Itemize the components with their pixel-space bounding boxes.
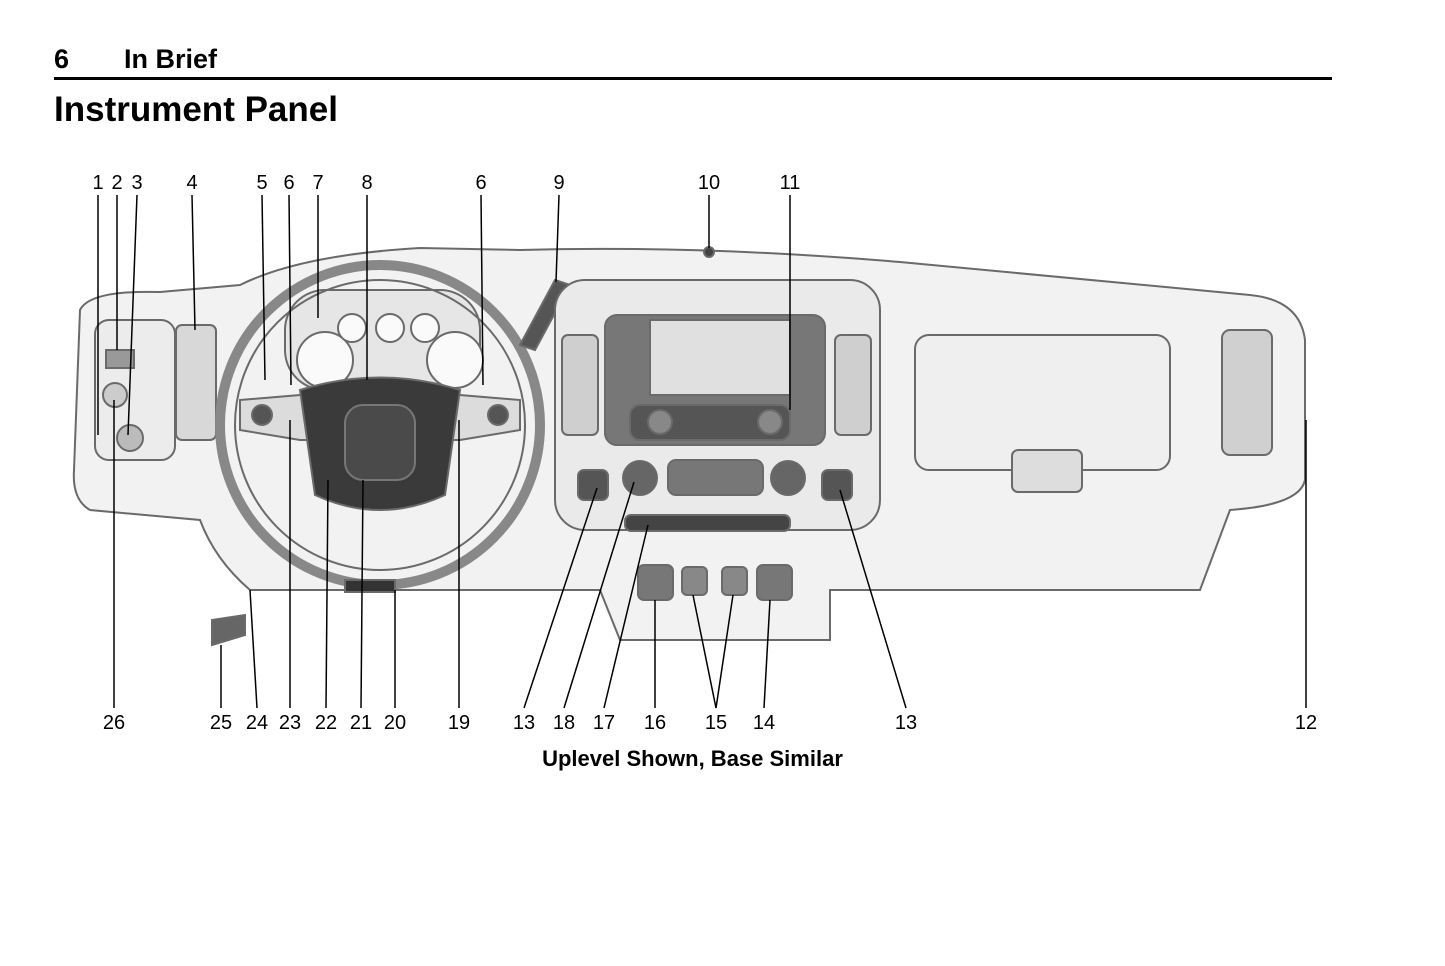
leader-line — [480, 194, 484, 386]
callout-number: 14 — [753, 712, 775, 734]
dimmer-dial — [102, 382, 128, 408]
callout-number: 17 — [593, 712, 615, 734]
leader-line — [839, 489, 907, 709]
sensor — [703, 246, 715, 258]
callout-number: 25 — [210, 712, 232, 734]
leader-line — [692, 594, 717, 709]
dashboard-drawing — [72, 246, 1306, 647]
figure-caption: Uplevel Shown, Base Similar — [542, 746, 843, 771]
touch-screen — [649, 319, 791, 396]
leader-lines — [97, 194, 1307, 709]
gauge — [337, 313, 367, 343]
lower-switch — [681, 566, 708, 596]
radio-knob — [757, 409, 783, 435]
callout-number: 21 — [350, 712, 372, 734]
callout-number: 22 — [315, 712, 337, 734]
callout-number: 23 — [279, 712, 301, 734]
gauge — [410, 313, 440, 343]
radio-knob — [647, 409, 673, 435]
leader-line — [127, 194, 138, 436]
leader-line — [763, 599, 771, 709]
header-rule — [54, 77, 1332, 80]
callout-number: 8 — [361, 172, 372, 194]
lower-switch — [721, 566, 748, 596]
callout-number: 6 — [475, 172, 486, 194]
callout-number: 12 — [1295, 712, 1317, 734]
callout-number: 18 — [553, 712, 575, 734]
wheel-control — [487, 404, 509, 426]
callout-number: 20 — [384, 712, 406, 734]
glove-box-handle — [1011, 449, 1083, 493]
leader-line — [715, 594, 734, 709]
wheel-control — [251, 404, 273, 426]
callout-number: 26 — [103, 712, 125, 734]
page-header: 6 In Brief — [54, 44, 217, 75]
callout-number: 15 — [705, 712, 727, 734]
brake-pedal — [211, 613, 246, 647]
leader-line — [288, 194, 292, 386]
callout-number: 16 — [644, 712, 666, 734]
heated-seat-right — [821, 469, 853, 501]
steering-wheel-rim-inner — [234, 279, 526, 571]
center-vent-left — [561, 334, 599, 436]
climate-knob — [770, 460, 806, 496]
callout-number: 13 — [895, 712, 917, 734]
switch — [105, 349, 135, 369]
hood-release — [344, 579, 396, 593]
climate-panel — [667, 459, 764, 496]
climate-knob — [622, 460, 658, 496]
callout-number: 11 — [780, 172, 801, 194]
airbag-cover — [344, 404, 416, 481]
leader-line — [360, 479, 364, 709]
heated-seat-left — [577, 469, 609, 501]
callout-number: 24 — [246, 712, 268, 734]
gauge — [426, 331, 484, 389]
callout-number: 10 — [698, 172, 720, 194]
leader-line — [523, 487, 598, 709]
leader-line — [261, 194, 266, 381]
headlamp-knob — [116, 424, 144, 452]
right-vent — [1221, 329, 1273, 456]
hazard-strip — [624, 514, 791, 532]
callout-number: 2 — [111, 172, 122, 194]
callout-number: 13 — [513, 712, 535, 734]
leader-line — [563, 481, 635, 709]
page-number: 6 — [54, 44, 70, 74]
callout-number: 4 — [186, 172, 197, 194]
leader-line — [603, 524, 649, 709]
callout-number: 3 — [131, 172, 142, 194]
page-title: Instrument Panel — [54, 90, 338, 129]
leader-line — [555, 194, 560, 283]
callout-number: 7 — [312, 172, 323, 194]
lower-switch — [756, 564, 793, 601]
center-vent-right — [834, 334, 872, 436]
leader-line — [191, 194, 196, 331]
callout-number: 9 — [553, 172, 564, 194]
leader-line — [325, 479, 329, 709]
callout-number: 6 — [283, 172, 294, 194]
callout-number: 19 — [448, 712, 470, 734]
leader-line — [249, 589, 258, 709]
lower-switch — [637, 564, 674, 601]
callout-number: 1 — [92, 172, 103, 194]
callout-number: 5 — [256, 172, 267, 194]
gauge — [375, 313, 405, 343]
section-name: In Brief — [124, 44, 218, 74]
left-vent — [175, 324, 217, 441]
